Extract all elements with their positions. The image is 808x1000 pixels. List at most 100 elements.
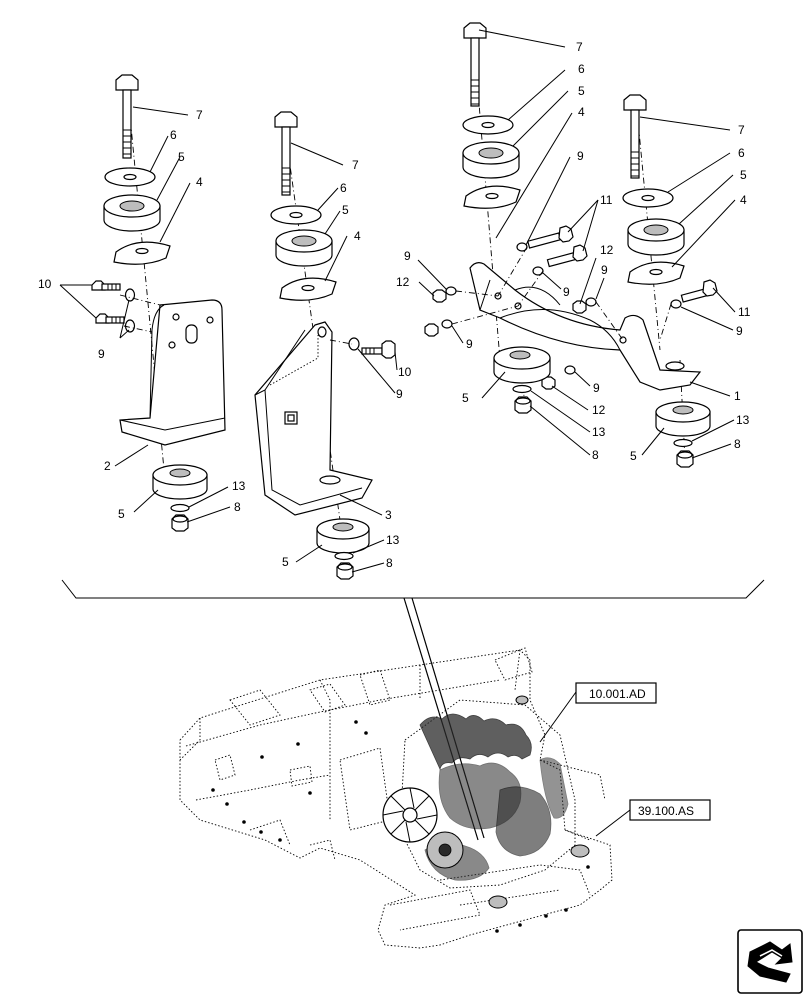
- callout-7: 7: [352, 158, 359, 172]
- callout-12: 12: [592, 403, 606, 417]
- left-mount-assembly: [91, 74, 226, 532]
- overview-mount-rear: [515, 695, 529, 705]
- callout-5: 5: [630, 449, 637, 463]
- callout-9: 9: [577, 149, 584, 163]
- reference-engine-label[interactable]: 10.001.AD: [589, 687, 646, 701]
- rubber-mount-5-right-b-bottom[interactable]: [655, 401, 711, 437]
- callout-9: 9: [601, 263, 608, 277]
- callout-7: 7: [576, 40, 583, 54]
- callout-8: 8: [386, 556, 393, 570]
- callout-12: 12: [396, 275, 410, 289]
- callout-8: 8: [592, 448, 599, 462]
- callout-4: 4: [196, 175, 203, 189]
- washer-9-right-6[interactable]: [670, 299, 682, 309]
- callout-12: 12: [600, 243, 614, 257]
- nut-12-c[interactable]: [572, 300, 587, 314]
- washer-9-right-4[interactable]: [441, 319, 453, 329]
- callout-10: 10: [398, 365, 412, 379]
- rubber-mount-5-middle-top[interactable]: [275, 229, 333, 267]
- bracket-2[interactable]: [119, 299, 226, 446]
- navigation-arrow-icon[interactable]: [737, 929, 803, 994]
- plate-4-right-a[interactable]: [463, 185, 521, 209]
- washer-9-right-7[interactable]: [564, 365, 576, 375]
- rubber-mount-5-left-top[interactable]: [103, 194, 161, 232]
- washer-13-middle[interactable]: [334, 551, 354, 561]
- callout-2: 2: [104, 459, 111, 473]
- bolt-7-middle[interactable]: [274, 111, 298, 196]
- callout-5: 5: [740, 168, 747, 182]
- washer-13-left[interactable]: [170, 503, 190, 513]
- callout-9: 9: [396, 387, 403, 401]
- washer-9-right-5[interactable]: [585, 297, 597, 307]
- callout-5: 5: [462, 391, 469, 405]
- machine-frame-overview: [179, 647, 613, 949]
- callout-9: 9: [563, 285, 570, 299]
- callout-3: 3: [385, 508, 392, 522]
- nut-8-middle[interactable]: [336, 562, 354, 580]
- washer-6-left[interactable]: [104, 167, 156, 187]
- rubber-mount-5-right-b-top[interactable]: [627, 218, 685, 256]
- plate-4-left[interactable]: [113, 241, 171, 265]
- rubber-mount-5-right-a-top[interactable]: [462, 141, 520, 179]
- washer-6-middle[interactable]: [270, 205, 322, 225]
- callout-5: 5: [118, 507, 125, 521]
- plate-4-middle[interactable]: [279, 277, 337, 301]
- callout-6: 6: [578, 62, 585, 76]
- bolt-7-left[interactable]: [115, 74, 139, 159]
- rubber-mount-5-middle-bottom[interactable]: [316, 518, 370, 554]
- nut-8-right-b[interactable]: [676, 450, 694, 468]
- callout-13: 13: [386, 533, 400, 547]
- callout-4: 4: [578, 105, 585, 119]
- callout-5: 5: [178, 150, 185, 164]
- bolt-10-middle[interactable]: [361, 340, 396, 359]
- reference-frame[interactable]: 39.100.AS: [595, 799, 711, 837]
- nut-8-left[interactable]: [171, 514, 189, 532]
- callout-5: 5: [282, 555, 289, 569]
- callout-6: 6: [738, 146, 745, 160]
- bolt-10-left-lower[interactable]: [95, 313, 125, 324]
- bolt-11-right[interactable]: [680, 279, 718, 303]
- overview-mount-right: [570, 844, 590, 858]
- callout-13: 13: [736, 413, 750, 427]
- washer-13-right-a[interactable]: [512, 384, 532, 394]
- reference-frame-label[interactable]: 39.100.AS: [638, 804, 694, 818]
- callout-9: 9: [404, 249, 411, 263]
- callout-8: 8: [734, 437, 741, 451]
- reference-engine[interactable]: 10.001.AD: [539, 682, 657, 743]
- washer-6-right-a[interactable]: [462, 115, 514, 135]
- bolt-11-lower[interactable]: [546, 244, 588, 268]
- washer-9-left-lower[interactable]: [124, 319, 136, 333]
- washer-9-right-3[interactable]: [445, 286, 457, 296]
- nut-12-a[interactable]: [432, 289, 447, 303]
- callout-9: 9: [593, 381, 600, 395]
- nut-12-b[interactable]: [424, 323, 439, 337]
- right-mount-assembly: [424, 22, 718, 468]
- bolt-7-right-a[interactable]: [463, 22, 487, 107]
- engine-fan: [382, 787, 438, 843]
- rubber-mount-5-left-bottom[interactable]: [152, 464, 208, 500]
- callout-13: 13: [592, 425, 606, 439]
- callout-9: 9: [466, 337, 473, 351]
- bolt-11-upper[interactable]: [527, 225, 574, 249]
- middle-mount-assembly: [254, 111, 396, 580]
- bracket-3[interactable]: [254, 321, 373, 516]
- nut-8-right-a[interactable]: [514, 396, 532, 414]
- washer-9-left-upper[interactable]: [124, 288, 136, 302]
- callout-13: 13: [232, 479, 246, 493]
- callout-11: 11: [600, 193, 613, 207]
- callout-1: 1: [734, 389, 741, 403]
- rubber-mount-5-right-a-bottom[interactable]: [493, 346, 551, 384]
- callout-6: 6: [340, 181, 347, 195]
- overview-mount-front: [488, 895, 508, 909]
- bolt-10-left-upper[interactable]: [91, 280, 121, 291]
- washer-13-right-b[interactable]: [673, 438, 693, 448]
- callout-11: 11: [738, 305, 751, 319]
- leader-lines: [59, 29, 736, 573]
- bolt-7-right-b[interactable]: [623, 94, 647, 179]
- callout-10: 10: [38, 277, 52, 291]
- plate-4-right-b[interactable]: [627, 261, 685, 285]
- washer-6-right-b[interactable]: [622, 188, 674, 208]
- callout-7: 7: [196, 108, 203, 122]
- washer-9-middle[interactable]: [348, 337, 360, 351]
